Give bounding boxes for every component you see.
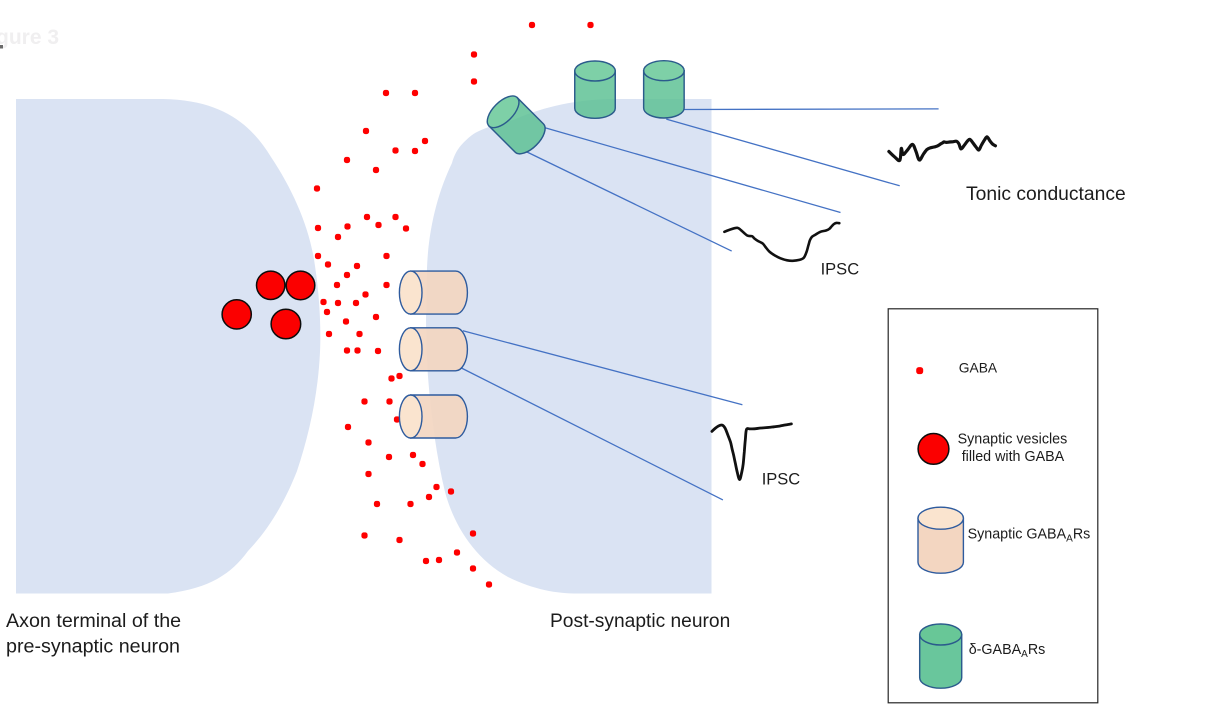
- svg-text:IPSC: IPSC: [821, 261, 860, 279]
- svg-text:IPSC: IPSC: [762, 471, 801, 489]
- svg-text:Tonic conductance: Tonic conductance: [966, 184, 1126, 205]
- svg-text:Post-synaptic neuron: Post-synaptic neuron: [550, 611, 730, 632]
- svg-text:gure 3: gure 3: [0, 26, 59, 49]
- svg-text:δ-GABAARs: δ-GABAARs: [969, 642, 1046, 660]
- svg-text:pre-synaptic neuron: pre-synaptic neuron: [6, 636, 180, 658]
- svg-text:GABA: GABA: [959, 361, 998, 376]
- svg-text:Synaptic GABAARs: Synaptic GABAARs: [968, 527, 1091, 545]
- svg-text:filled with GABA: filled with GABA: [962, 449, 1065, 465]
- svg-text:Axon terminal of the: Axon terminal of the: [6, 610, 181, 632]
- svg-text:Synaptic vesicles: Synaptic vesicles: [958, 432, 1068, 448]
